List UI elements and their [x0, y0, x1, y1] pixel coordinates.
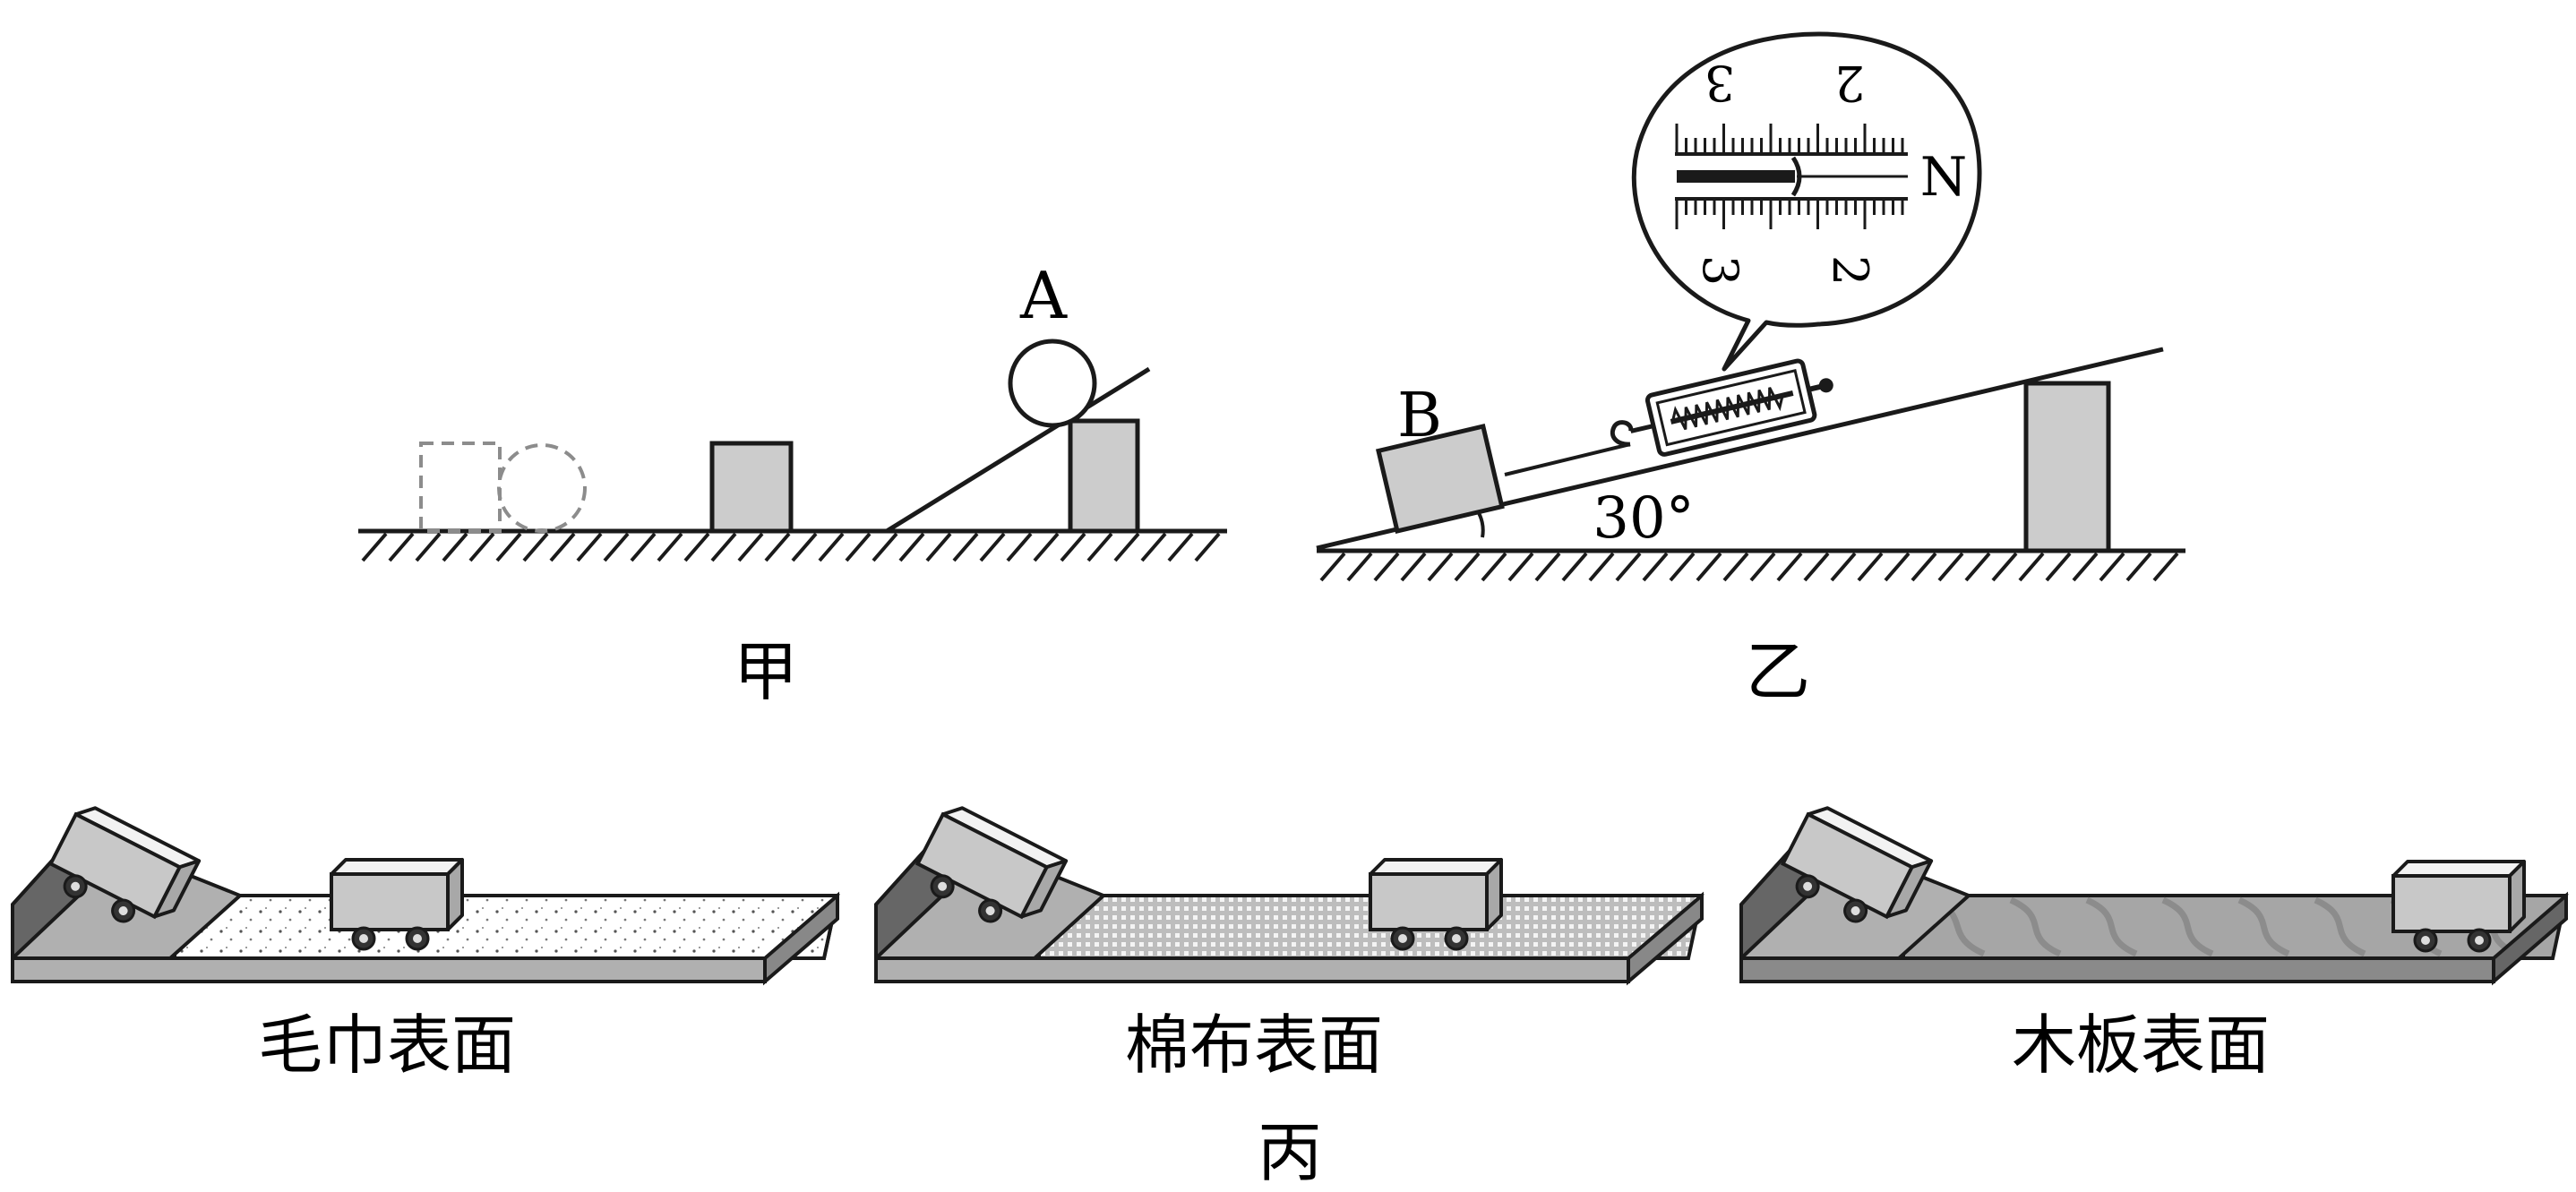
ramp-incline — [885, 366, 1151, 534]
wooden-block — [709, 441, 794, 534]
track-cotton: 棉布表面 — [874, 800, 1704, 1083]
ball-a — [1008, 339, 1097, 428]
ramp-support-block — [1068, 418, 1140, 534]
scale-tick-top-right: 2 — [1834, 55, 1865, 111]
angle-label: 30° — [1593, 485, 1694, 552]
scale-zoom-bubble: 3 2 3 2 N — [1631, 31, 1982, 372]
scale-tick-bottom-left: 3 — [1692, 255, 1748, 286]
panel-yi: 30° B 3 2 3 — [1316, 31, 2185, 709]
track-towel: 毛巾表面 — [11, 800, 840, 1083]
scale-tick-bottom-right: 2 — [1822, 255, 1878, 286]
block-b — [1375, 424, 1505, 535]
block-b-label: B — [1397, 381, 1442, 451]
panel-bing: 毛巾表面 棉布表面 — [11, 800, 2569, 1190]
dashed-ball-outline — [497, 443, 587, 533]
ground-hatching — [1319, 552, 2179, 582]
incline-support-block — [2023, 381, 2111, 553]
surface-label-cotton: 棉布表面 — [1125, 1008, 1383, 1083]
spring-scale — [1610, 358, 1833, 457]
caption-bing: 丙 — [1258, 1115, 1322, 1190]
scale-tick-top-left: 3 — [1704, 55, 1735, 111]
panel-jia: A 甲 — [358, 258, 1227, 709]
caption-jia: 甲 — [734, 634, 798, 709]
ball-a-label: A — [1019, 258, 1068, 333]
surface-label-wood: 木板表面 — [2012, 1008, 2270, 1083]
track-wood: 木板表面 — [1739, 800, 2569, 1083]
dashed-block-outline — [419, 442, 502, 533]
ground-hatching — [361, 532, 1221, 562]
surface-label-towel: 毛巾表面 — [258, 1008, 516, 1083]
scale-unit-label: N — [1920, 146, 1968, 209]
caption-yi: 乙 — [1746, 634, 1810, 709]
pull-string — [1504, 442, 1631, 476]
